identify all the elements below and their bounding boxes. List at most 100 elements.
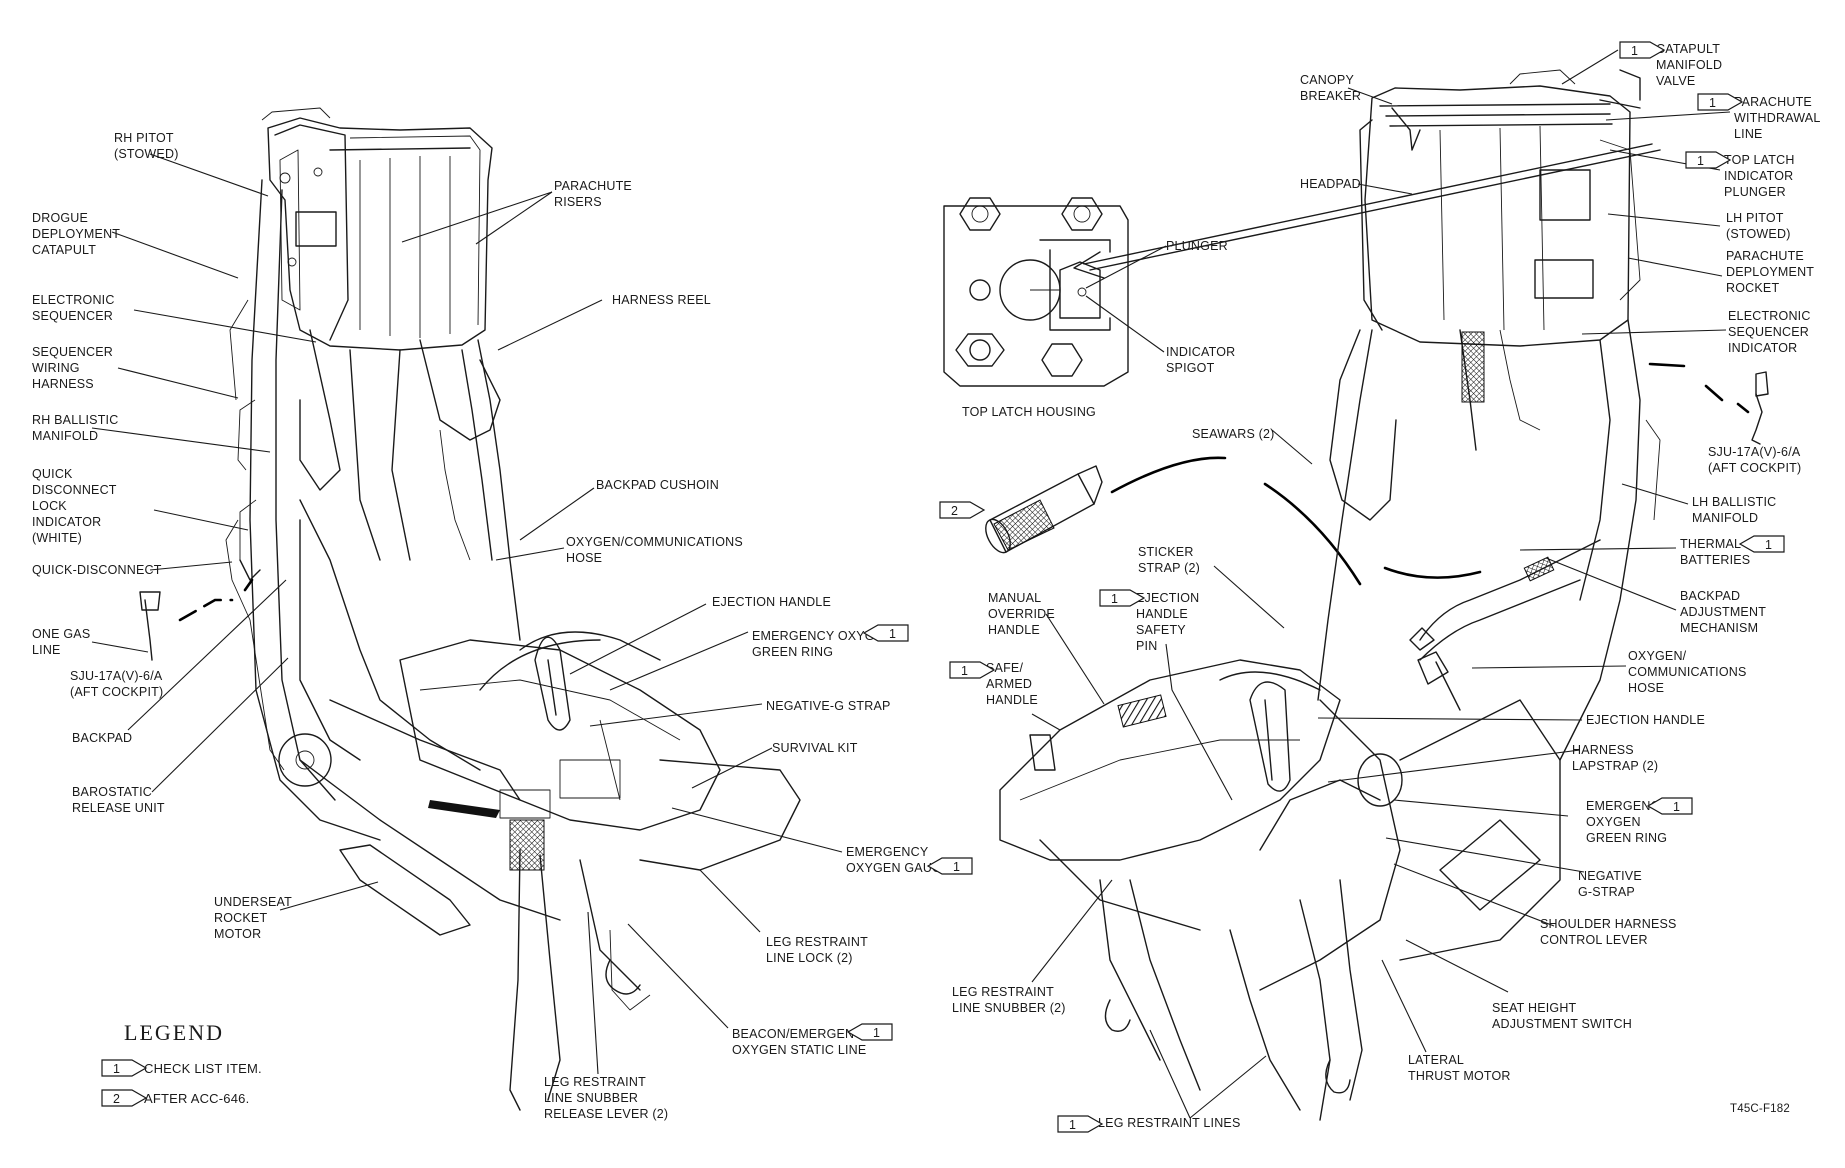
label-canopy-breaker: CANOPY BREAKER: [1300, 73, 1361, 103]
svg-text:HANDLE: HANDLE: [986, 693, 1038, 707]
svg-text:BACKPAD: BACKPAD: [72, 731, 132, 745]
figure-id: T45C-F182: [1730, 1103, 1790, 1115]
svg-text:HOSE: HOSE: [1628, 681, 1664, 695]
tag-leg-restraint-lines: 1: [1057, 1115, 1104, 1133]
label-seat-height-adjustment-switch: SEAT HEIGHT ADJUSTMENT SWITCH: [1492, 1001, 1632, 1031]
label-ejection-handle-left: EJECTION HANDLE: [712, 595, 831, 609]
svg-text:GREEN RING: GREEN RING: [1586, 831, 1667, 845]
svg-text:LAPSTRAP (2): LAPSTRAP (2): [1572, 759, 1658, 773]
svg-text:GREEN RING: GREEN RING: [752, 645, 833, 659]
svg-text:MANIFOLD: MANIFOLD: [32, 429, 98, 443]
tag-thermal-batteries: 1: [1738, 535, 1785, 553]
svg-text:EJECTION HANDLE: EJECTION HANDLE: [1586, 713, 1705, 727]
svg-text:SEQUENCER: SEQUENCER: [1728, 325, 1809, 339]
svg-text:ONE GAS: ONE GAS: [32, 627, 90, 641]
label-oxygen-communications-hose-right: OXYGEN/ COMMUNICATIONS HOSE: [1628, 649, 1747, 695]
tag-ejection-safety-pin: 1: [1099, 589, 1146, 607]
label-sju-left: SJU-17A(V)-6/A (AFT COCKPIT): [70, 669, 163, 699]
svg-text:COMMUNICATIONS: COMMUNICATIONS: [1628, 665, 1747, 679]
svg-text:OXYGEN/: OXYGEN/: [1628, 649, 1687, 663]
tag-emergency-oxygen-ring-right: 1: [1646, 797, 1693, 815]
svg-text:BREAKER: BREAKER: [1300, 89, 1361, 103]
svg-text:LINE LOCK (2): LINE LOCK (2): [766, 951, 853, 965]
label-plunger: PLUNGER: [1166, 239, 1228, 253]
svg-text:(WHITE): (WHITE): [32, 531, 82, 545]
svg-text:THERMAL: THERMAL: [1680, 537, 1741, 551]
svg-text:2: 2: [951, 504, 958, 518]
svg-text:1: 1: [1765, 538, 1772, 552]
svg-text:VALVE: VALVE: [1656, 74, 1695, 88]
label-parachute-risers: PARACHUTE RISERS: [554, 179, 632, 209]
label-sju-right: SJU-17A(V)-6/A (AFT COCKPIT): [1708, 445, 1801, 475]
svg-text:CONTROL LEVER: CONTROL LEVER: [1540, 933, 1648, 947]
svg-text:ELECTRONIC: ELECTRONIC: [1728, 309, 1811, 323]
svg-text:CATAPULT: CATAPULT: [32, 243, 96, 257]
svg-text:HARNESS: HARNESS: [32, 377, 94, 391]
svg-text:SEQUENCER: SEQUENCER: [32, 345, 113, 359]
label-thermal-batteries: THERMAL BATTERIES: [1680, 537, 1750, 567]
svg-text:ARMED: ARMED: [986, 677, 1032, 691]
svg-text:OXYGEN: OXYGEN: [1586, 815, 1641, 829]
svg-text:PLUNGER: PLUNGER: [1166, 239, 1228, 253]
svg-text:SURVIVAL KIT: SURVIVAL KIT: [772, 741, 858, 755]
label-harness-lapstrap: HARNESS LAPSTRAP (2): [1572, 743, 1658, 773]
label-lh-pitot: LH PITOT (STOWED): [1726, 211, 1790, 241]
svg-text:INDICATOR: INDICATOR: [32, 515, 101, 529]
svg-text:(STOWED): (STOWED): [114, 147, 179, 161]
svg-text:1: 1: [953, 860, 960, 874]
svg-text:ROCKET: ROCKET: [214, 911, 267, 925]
svg-text:SHOULDER HARNESS: SHOULDER HARNESS: [1540, 917, 1677, 931]
svg-text:LEG RESTRAINT: LEG RESTRAINT: [952, 985, 1054, 999]
label-quick-disconnect-lock-indicator: QUICK DISCONNECT LOCK INDICATOR (WHITE): [32, 467, 117, 545]
leader-lines: [91, 49, 1731, 1119]
svg-text:(AFT COCKPIT): (AFT COCKPIT): [70, 685, 163, 699]
svg-text:MANIFOLD: MANIFOLD: [1656, 58, 1722, 72]
label-sticker-strap: STICKER STRAP (2): [1138, 545, 1200, 575]
label-parachute-withdrawal-line: PARACHUTE WITHDRAWAL LINE: [1734, 95, 1820, 141]
label-electronic-sequencer: ELECTRONIC SEQUENCER: [32, 293, 114, 323]
label-headpad: HEADPAD: [1300, 177, 1361, 191]
right-seat-illustration: [999, 69, 1769, 1121]
svg-text:TOP LATCH HOUSING: TOP LATCH HOUSING: [962, 405, 1096, 419]
label-negative-g-strap-right: NEGATIVE G-STRAP: [1578, 869, 1642, 899]
label-shoulder-harness-control-lever: SHOULDER HARNESS CONTROL LEVER: [1540, 917, 1677, 947]
top-latch-housing-illustration: [943, 197, 1129, 387]
svg-text:SAFE/: SAFE/: [986, 661, 1023, 675]
svg-text:HARNESS REEL: HARNESS REEL: [612, 293, 711, 307]
svg-text:1: 1: [1673, 800, 1680, 814]
svg-text:HEADPAD: HEADPAD: [1300, 177, 1361, 191]
svg-text:EMERGENCY: EMERGENCY: [1586, 799, 1669, 813]
svg-text:EJECTION HANDLE: EJECTION HANDLE: [712, 595, 831, 609]
svg-text:STICKER: STICKER: [1138, 545, 1194, 559]
label-survival-kit: SURVIVAL KIT: [772, 741, 858, 755]
svg-text:OVERRIDE: OVERRIDE: [988, 607, 1055, 621]
svg-text:WIRING: WIRING: [32, 361, 80, 375]
label-top-latch-housing: TOP LATCH HOUSING: [962, 405, 1096, 419]
svg-text:PARACHUTE: PARACHUTE: [1726, 249, 1804, 263]
label-barostatic-release-unit: BAROSTATIC RELEASE UNIT: [72, 785, 165, 815]
svg-text:SAFETY: SAFETY: [1136, 623, 1186, 637]
svg-text:MANIFOLD: MANIFOLD: [1692, 511, 1758, 525]
svg-text:PARACHUTE: PARACHUTE: [1734, 95, 1812, 109]
label-quick-disconnect: QUICK-DISCONNECT: [32, 563, 162, 577]
label-ejection-handle-safety-pin: EJECTION HANDLE SAFETY PIN: [1136, 591, 1199, 653]
label-top-latch-indicator-plunger: TOP LATCH INDICATOR PLUNGER: [1724, 153, 1794, 199]
label-seawars: SEAWARS (2): [1192, 427, 1274, 441]
svg-text:LEG RESTRAINT: LEG RESTRAINT: [766, 935, 868, 949]
label-negative-g-strap-left: NEGATIVE-G STRAP: [766, 699, 890, 713]
svg-text:SPIGOT: SPIGOT: [1166, 361, 1215, 375]
svg-text:HANDLE: HANDLE: [988, 623, 1040, 637]
svg-text:OXYGEN STATIC LINE: OXYGEN STATIC LINE: [732, 1043, 866, 1057]
svg-text:SEAT HEIGHT: SEAT HEIGHT: [1492, 1001, 1577, 1015]
label-leg-restraint-line-snubber-right: LEG RESTRAINT LINE SNUBBER (2): [952, 985, 1065, 1015]
svg-text:1: 1: [1631, 44, 1638, 58]
svg-text:2: 2: [113, 1092, 120, 1106]
svg-text:INDICATOR: INDICATOR: [1166, 345, 1235, 359]
label-emergency-oxygen-green-ring-right: EMERGENCY OXYGEN GREEN RING: [1586, 799, 1669, 845]
svg-text:UNDERSEAT: UNDERSEAT: [214, 895, 292, 909]
label-ejection-handle-right: EJECTION HANDLE: [1586, 713, 1705, 727]
label-backpad-adjustment-mechanism: BACKPAD ADJUSTMENT MECHANISM: [1680, 589, 1766, 635]
svg-text:1: 1: [1069, 1118, 1076, 1132]
svg-text:1: 1: [889, 627, 896, 641]
